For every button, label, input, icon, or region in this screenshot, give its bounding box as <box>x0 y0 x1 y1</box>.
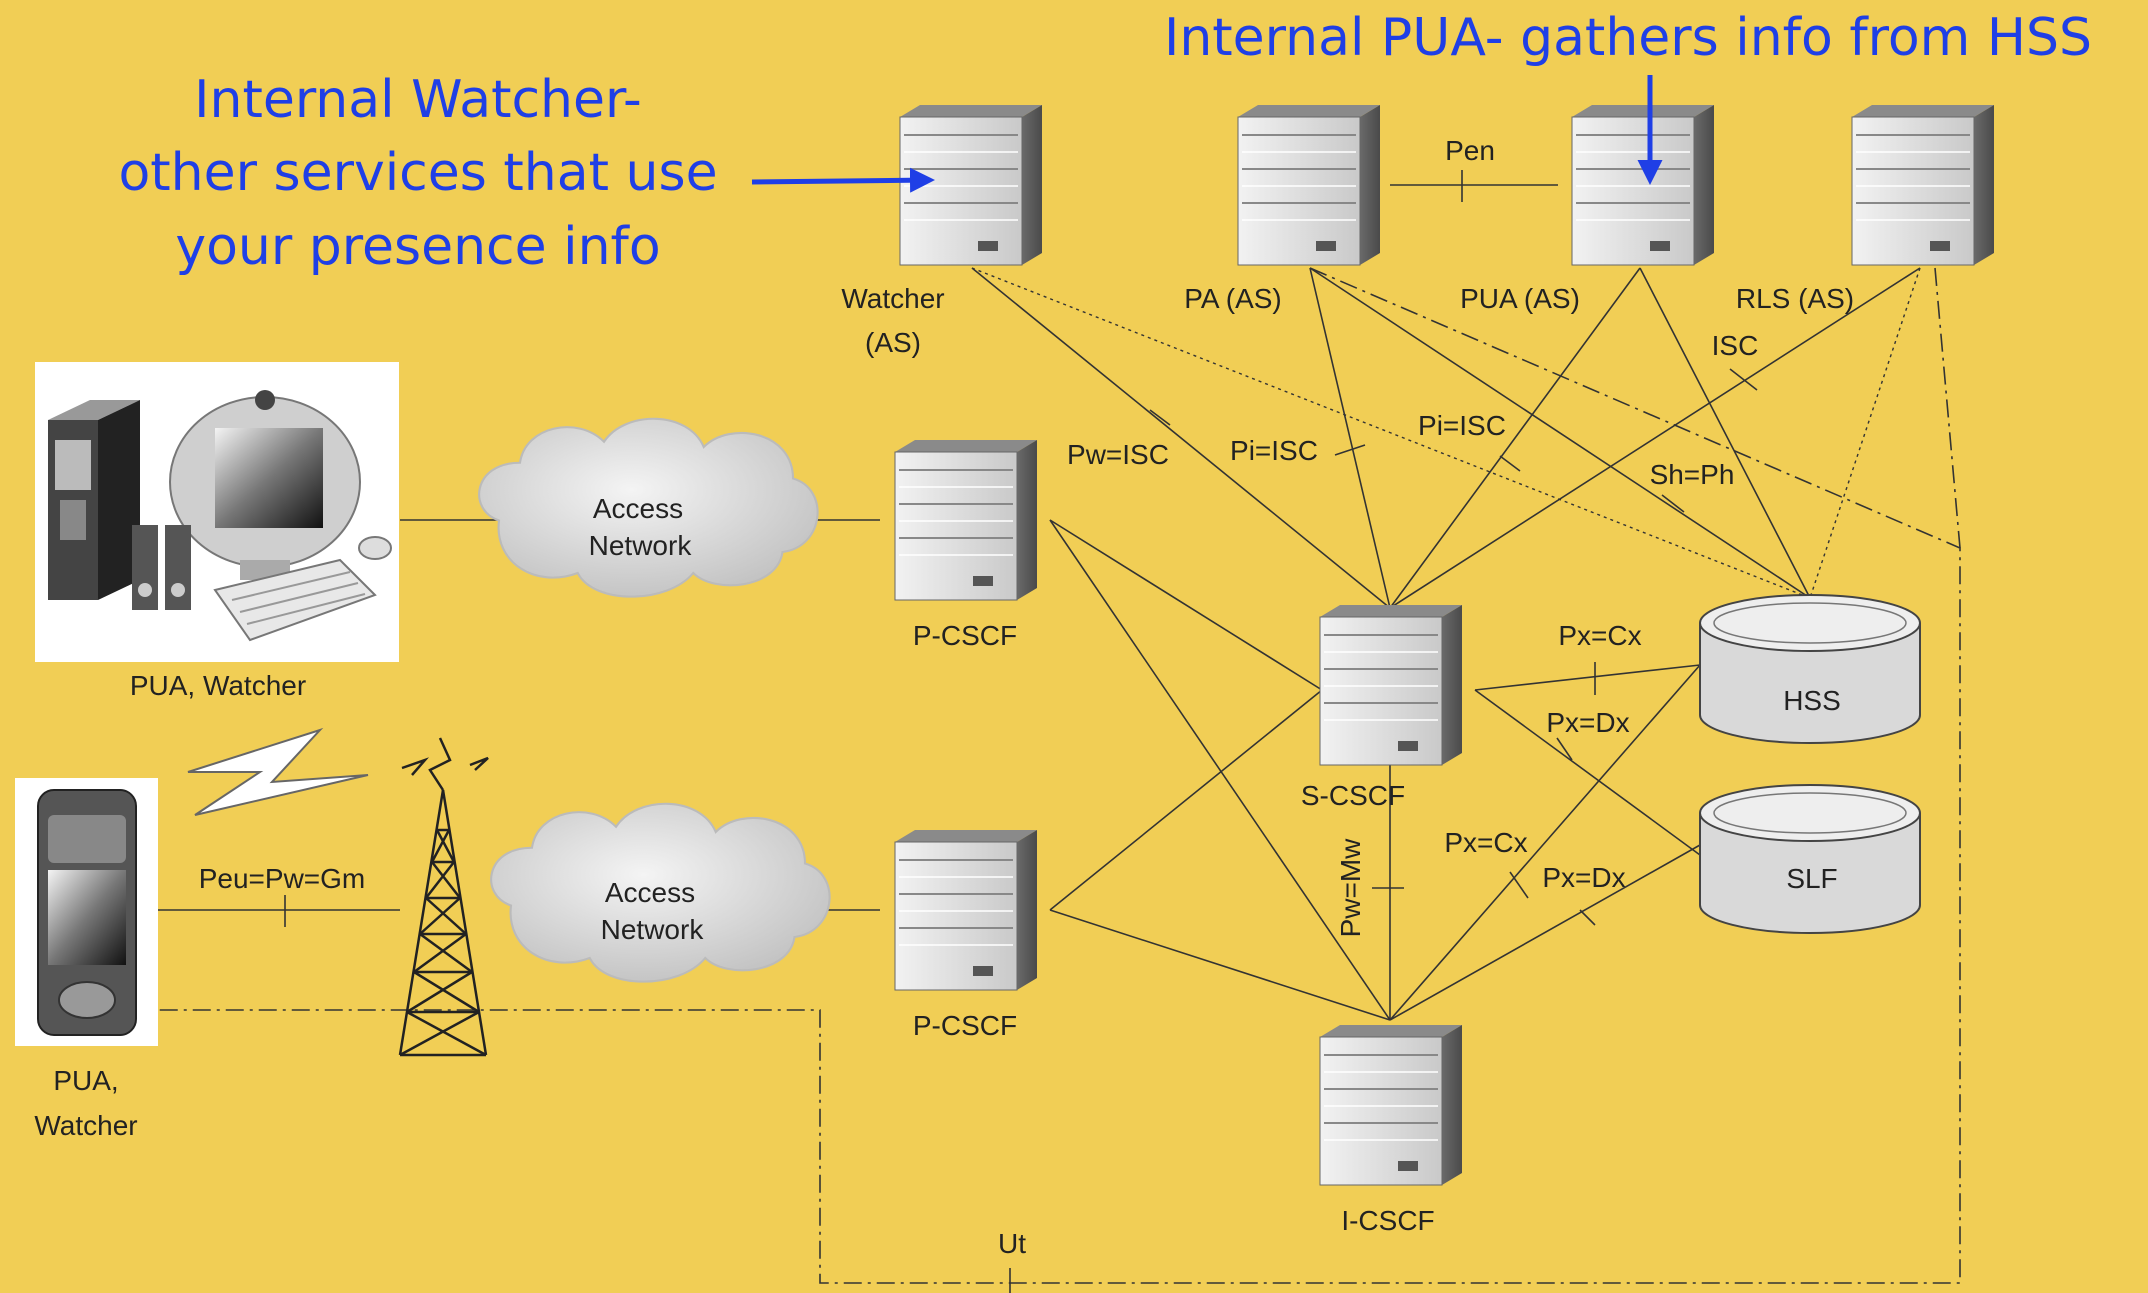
rls-as-server <box>1851 104 1995 266</box>
px-dx-label-2: Px=Dx <box>1542 862 1625 893</box>
pcscf-bottom-icscf-link <box>1049 909 1391 1021</box>
icscf-server <box>1319 1024 1463 1186</box>
watcher-scscf-link <box>971 267 1391 609</box>
pcscf-bottom-server <box>894 829 1038 991</box>
internal-pua-text: Internal PUA- gathers info from HSS <box>1164 8 2092 68</box>
pcscf-top-server <box>894 439 1038 601</box>
access-network-top-label-line-1: Access <box>593 493 683 524</box>
pcscf-top-label: P-CSCF <box>913 620 1017 651</box>
pa-as-server <box>1237 104 1381 266</box>
ut-label: Ut <box>998 1228 1026 1259</box>
access-network-bottom-label-line-2: Network <box>601 914 705 945</box>
rls-hss-dotted-link <box>1809 267 1921 599</box>
pc-client-image <box>35 362 399 662</box>
peu-pw-gm-label: Peu=Pw=Gm <box>199 863 366 894</box>
pw-isc-label: Pw=ISC <box>1067 439 1169 470</box>
icscf-slf-link <box>1389 844 1701 1021</box>
pcscf-bottom-label: P-CSCF <box>913 1010 1017 1041</box>
scscf-server <box>1319 604 1463 766</box>
icscf-label: I-CSCF <box>1341 1205 1434 1236</box>
px-dx-label-1: Px=Dx <box>1546 707 1629 738</box>
icscf-hss-link <box>1389 664 1701 1021</box>
pi-isc-label-1: Pi=ISC <box>1230 435 1318 466</box>
slf-label: SLF <box>1786 863 1837 894</box>
rls-as-label: RLS (AS) <box>1736 283 1854 314</box>
pi-isc-label-2: Pi=ISC <box>1418 410 1506 441</box>
px-cx-label-2: Px=Cx <box>1444 827 1527 858</box>
internal-pua-annotation: Internal PUA- gathers info from HSS <box>1164 8 2092 185</box>
pa-hss-link <box>1309 267 1811 599</box>
access-network-top-label-line-2: Network <box>589 530 693 561</box>
pen-label: Pen <box>1445 135 1495 166</box>
scscf-slf-link <box>1474 689 1701 856</box>
ut-link <box>158 267 1961 1284</box>
watcher-as-label-line-2: (AS) <box>865 327 921 358</box>
mobile-client-label-line-1: PUA, <box>53 1065 118 1096</box>
pa-as-label: PA (AS) <box>1184 283 1282 314</box>
slf-database <box>1699 784 1921 934</box>
pcscf-top-scscf-link <box>1049 519 1323 691</box>
internal-watcher-line-2: other services that use <box>118 143 717 203</box>
internal-watcher-annotation: Internal Watcher- other services that us… <box>118 70 935 277</box>
connection-lines <box>158 170 1961 1293</box>
rls-scscf-link <box>1389 267 1921 609</box>
scscf-hss-link <box>1474 664 1701 691</box>
isc-label: ISC <box>1712 330 1759 361</box>
pw-mw-label: Pw=Mw <box>1335 838 1366 938</box>
node-labels: Watcher (AS) PA (AS) PUA (AS) RLS (AS) P… <box>34 283 1854 1236</box>
watcher-hss-dotted-link <box>971 267 1811 599</box>
pcscf-bottom-scscf-link <box>1049 689 1323 911</box>
watcher-as-server <box>899 104 1043 266</box>
watcher-as-label-line-1: Watcher <box>841 283 944 314</box>
access-network-bottom-label-line-1: Access <box>605 877 695 908</box>
scscf-label: S-CSCF <box>1301 780 1405 811</box>
pua-scscf-link <box>1389 267 1641 609</box>
internal-watcher-line-1: Internal Watcher- <box>194 70 642 130</box>
mobile-client-image <box>15 778 158 1046</box>
wireless-signal-bolt <box>187 727 369 816</box>
pua-as-server <box>1571 104 1715 266</box>
mobile-client-label-line-2: Watcher <box>34 1110 137 1141</box>
rls-ut-link <box>1934 267 1961 549</box>
hss-label: HSS <box>1783 685 1841 716</box>
pua-as-label: PUA (AS) <box>1460 283 1580 314</box>
pcscf-top-icscf-link <box>1049 519 1391 1021</box>
radio-tower-icon <box>398 737 489 1057</box>
pa-scscf-link <box>1309 267 1391 609</box>
pc-client-label: PUA, Watcher <box>130 670 306 701</box>
px-cx-label-1: Px=Cx <box>1558 620 1641 651</box>
pua-hss-link <box>1639 267 1811 599</box>
interface-labels: Pen Pw=ISC Pi=ISC Pi=ISC ISC Sh=Ph Px=Cx… <box>199 135 1759 1259</box>
sh-ph-label: Sh=Ph <box>1650 459 1735 490</box>
hss-database <box>1699 594 1921 744</box>
internal-watcher-line-3: your presence info <box>175 217 660 277</box>
